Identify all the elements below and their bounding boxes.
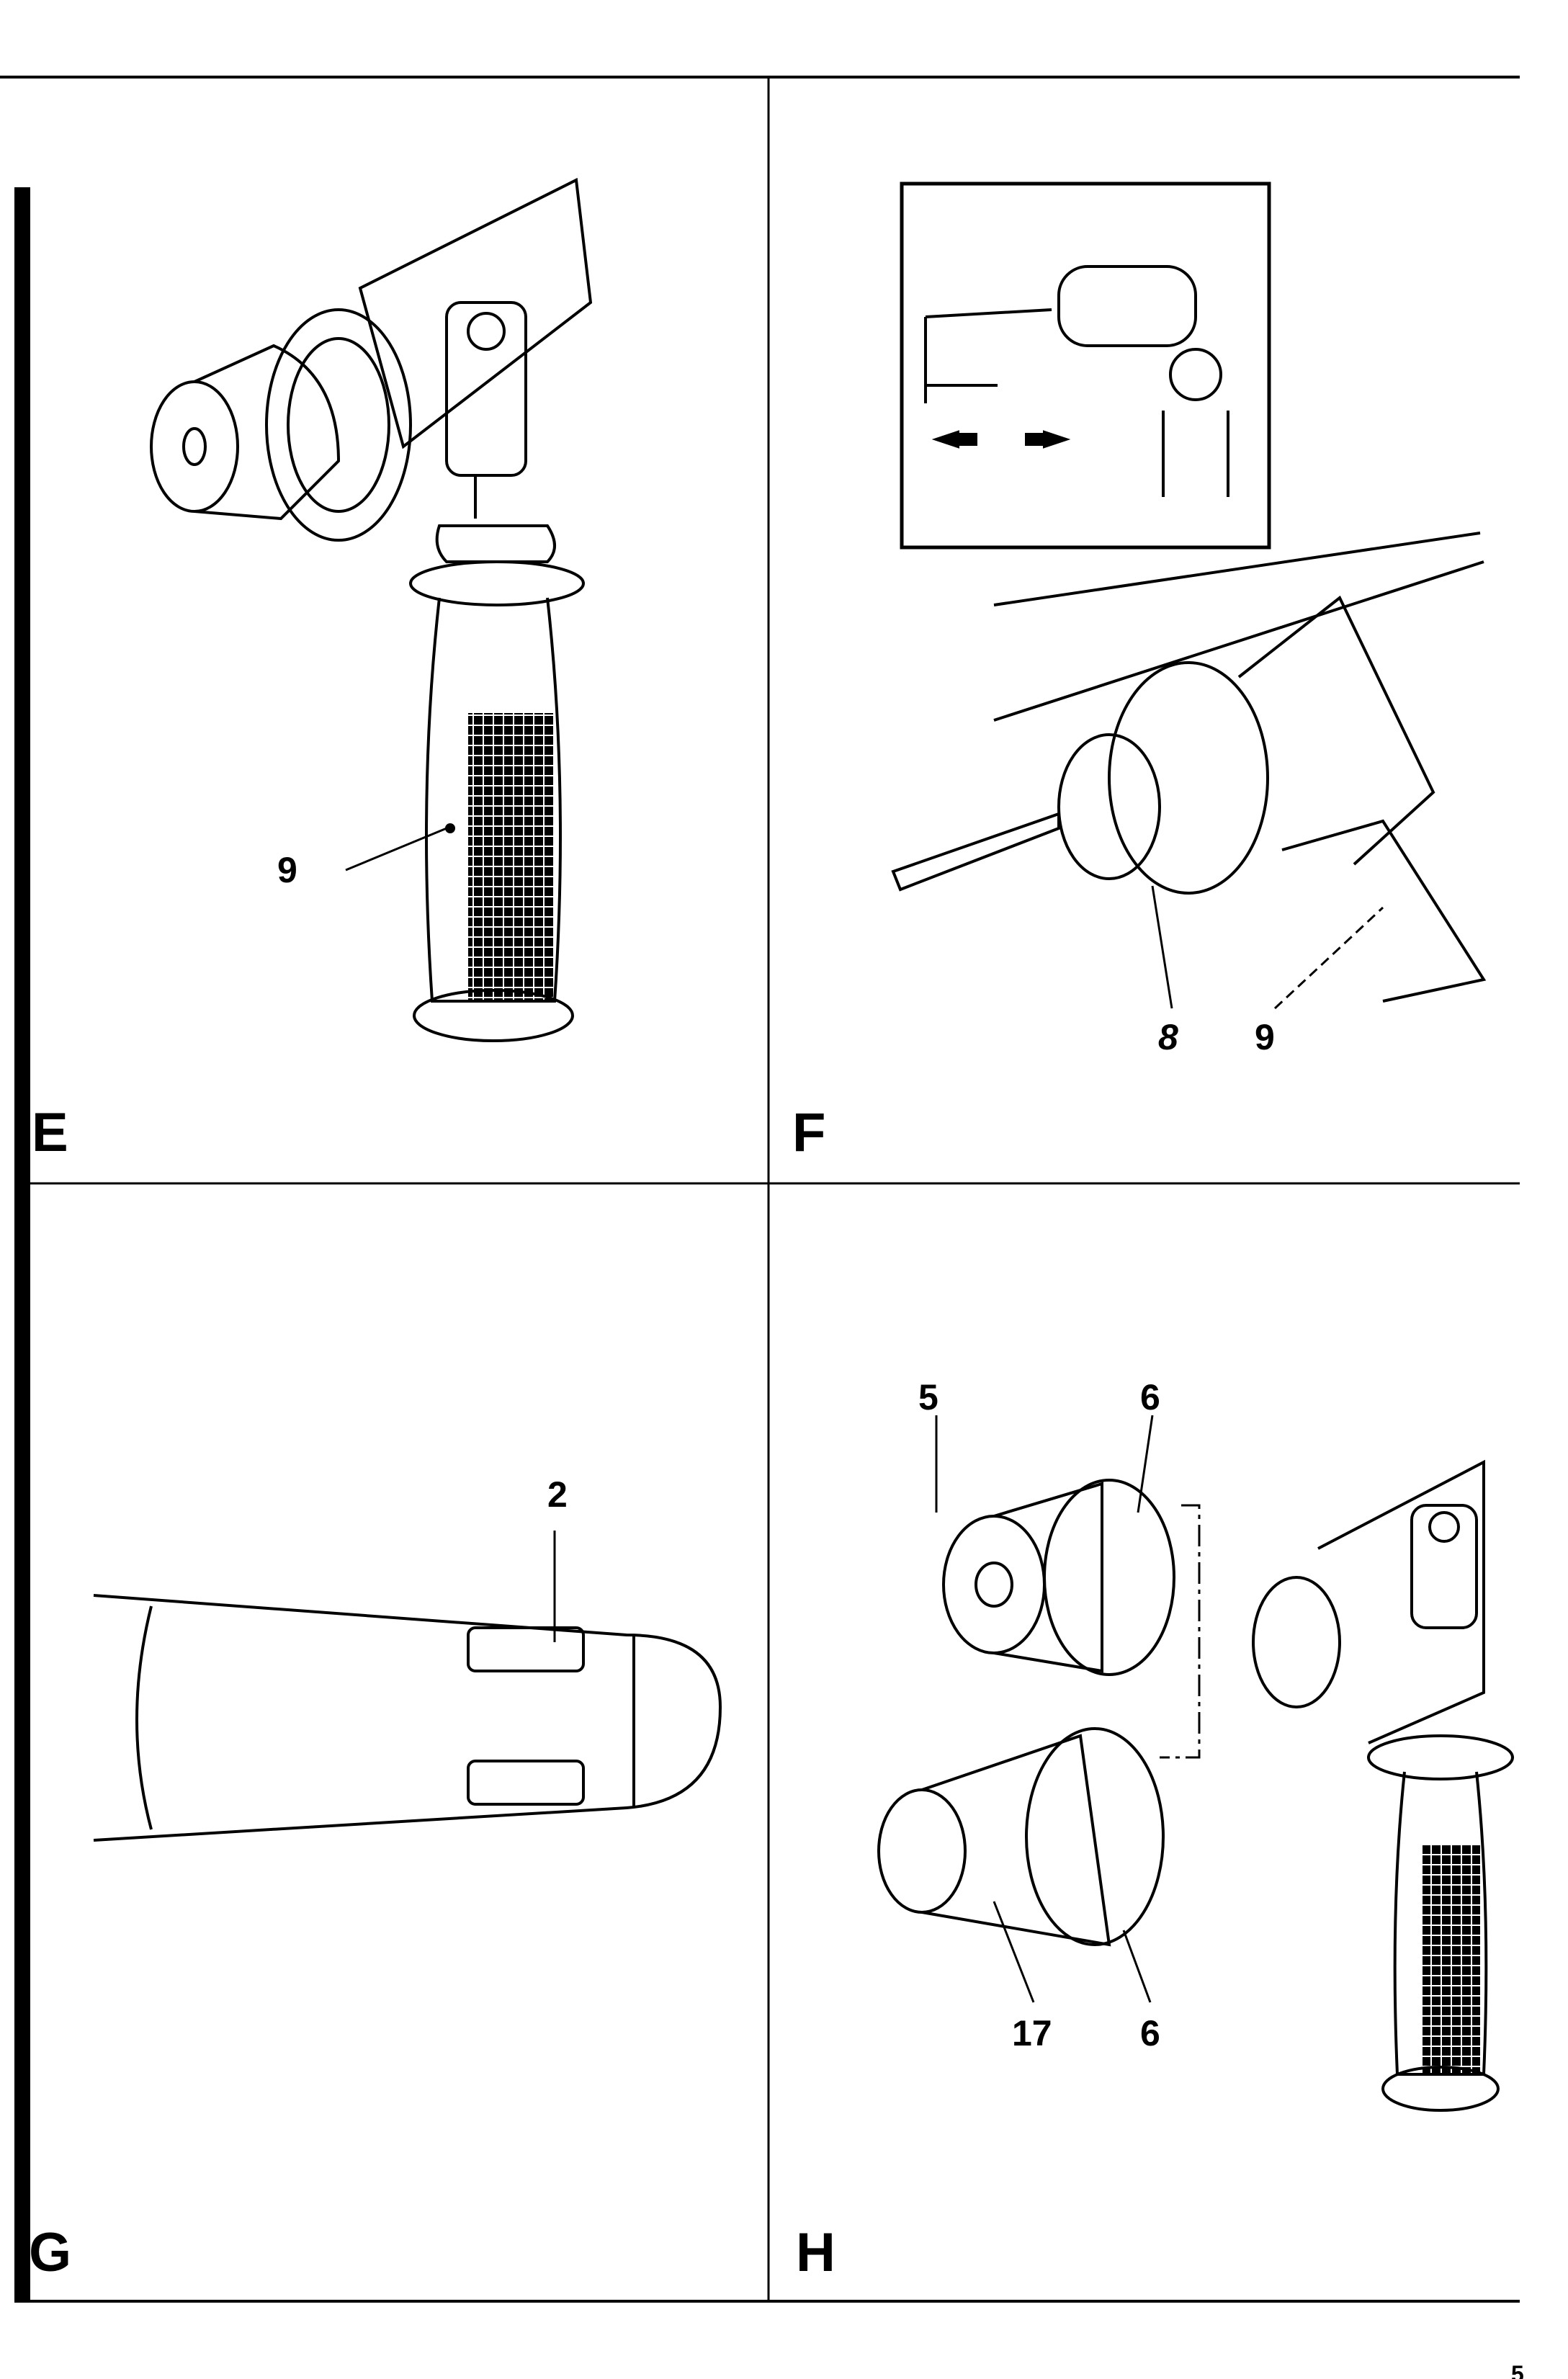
callout-6-top: 6: [1140, 1377, 1160, 1417]
panel-label-e: E: [32, 1102, 68, 1163]
panel-label-f: F: [792, 1102, 826, 1163]
callout-9-side-handle: 9: [277, 850, 297, 890]
panel-f-drawing: [891, 182, 1487, 1010]
callout-9-side-handle-f: 9: [1255, 1017, 1275, 1057]
callout-6-bottom: 6: [1140, 2013, 1160, 2053]
page-number: 5: [1511, 2361, 1524, 2379]
callout-8-depth-stop: 8: [1158, 1017, 1178, 1057]
callout-17: 17: [1012, 2013, 1052, 2053]
panel-h-drawing: [877, 1415, 1514, 2112]
binding-edge: [14, 187, 30, 2301]
panel-e-drawing: [150, 177, 593, 1042]
callout-5: 5: [918, 1377, 938, 1417]
panel-g-drawing: [93, 1531, 722, 1842]
inset-frame: [900, 182, 1271, 550]
callout-2-switch: 2: [547, 1474, 568, 1515]
panel-label-g: G: [29, 2222, 72, 2283]
panel-label-h: H: [796, 2222, 835, 2283]
